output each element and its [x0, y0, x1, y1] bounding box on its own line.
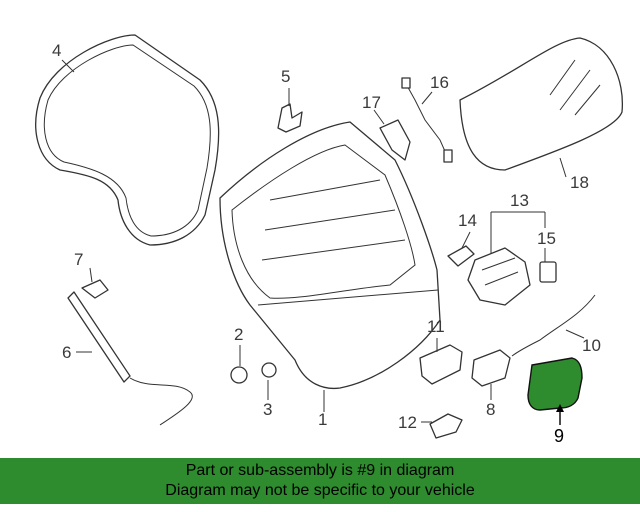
- callout-14: 14: [458, 211, 477, 230]
- part-7-clip[interactable]: [81, 279, 109, 299]
- part-17-bracket[interactable]: [379, 119, 411, 161]
- part-6-strut[interactable]: [67, 291, 193, 426]
- callout-13: 13: [510, 191, 529, 210]
- callout-18: 18: [570, 173, 589, 192]
- callout-5: 5: [281, 67, 290, 86]
- part-8-latch[interactable]: [471, 349, 511, 387]
- callout-3: 3: [263, 400, 272, 419]
- callout-8: 8: [486, 400, 495, 419]
- part-12-striker[interactable]: [429, 413, 463, 439]
- part-4-weatherstrip[interactable]: [35, 34, 220, 246]
- callout-11: 11: [427, 317, 445, 336]
- part-13-lock[interactable]: [467, 247, 531, 306]
- callout-6: 6: [62, 343, 71, 362]
- callout-12: 12: [398, 413, 417, 432]
- part-9-highlighted[interactable]: [527, 357, 583, 411]
- callout-7: 7: [74, 250, 83, 269]
- callout-2: 2: [234, 325, 243, 344]
- part-3-cushion[interactable]: [261, 362, 277, 378]
- callout-15: 15: [537, 229, 556, 248]
- part-14-bracket[interactable]: [447, 245, 475, 267]
- banner-line-2: Diagram may not be specific to your vehi…: [165, 482, 475, 499]
- callout-17: 17: [362, 93, 381, 112]
- callout-10: 10: [582, 336, 601, 355]
- leader-lines: [61, 59, 585, 425]
- part-15-connector[interactable]: [539, 261, 557, 283]
- part-11-handle[interactable]: [419, 344, 463, 385]
- callout-4: 4: [52, 41, 61, 60]
- parts-diagram: 4 5 17 16 18 13 14 15 7 10 11 2 6 3 8 1 …: [35, 34, 624, 446]
- callout-1: 1: [318, 410, 327, 429]
- part-2-bumper[interactable]: [230, 366, 248, 384]
- callout-16: 16: [430, 73, 449, 92]
- part-18-glass[interactable]: [459, 37, 624, 171]
- banner-line-1: Part or sub-assembly is #9 in diagram: [185, 462, 455, 479]
- part-16-harness[interactable]: [401, 77, 453, 163]
- part-1-liftgate[interactable]: [219, 121, 441, 390]
- info-banner: Part or sub-assembly is #9 in diagram Di…: [0, 458, 640, 504]
- part-5-hinge[interactable]: [277, 103, 303, 133]
- part-10-cable[interactable]: [511, 294, 596, 357]
- part-9-shape: [527, 357, 583, 411]
- callout-9: 9: [554, 426, 564, 446]
